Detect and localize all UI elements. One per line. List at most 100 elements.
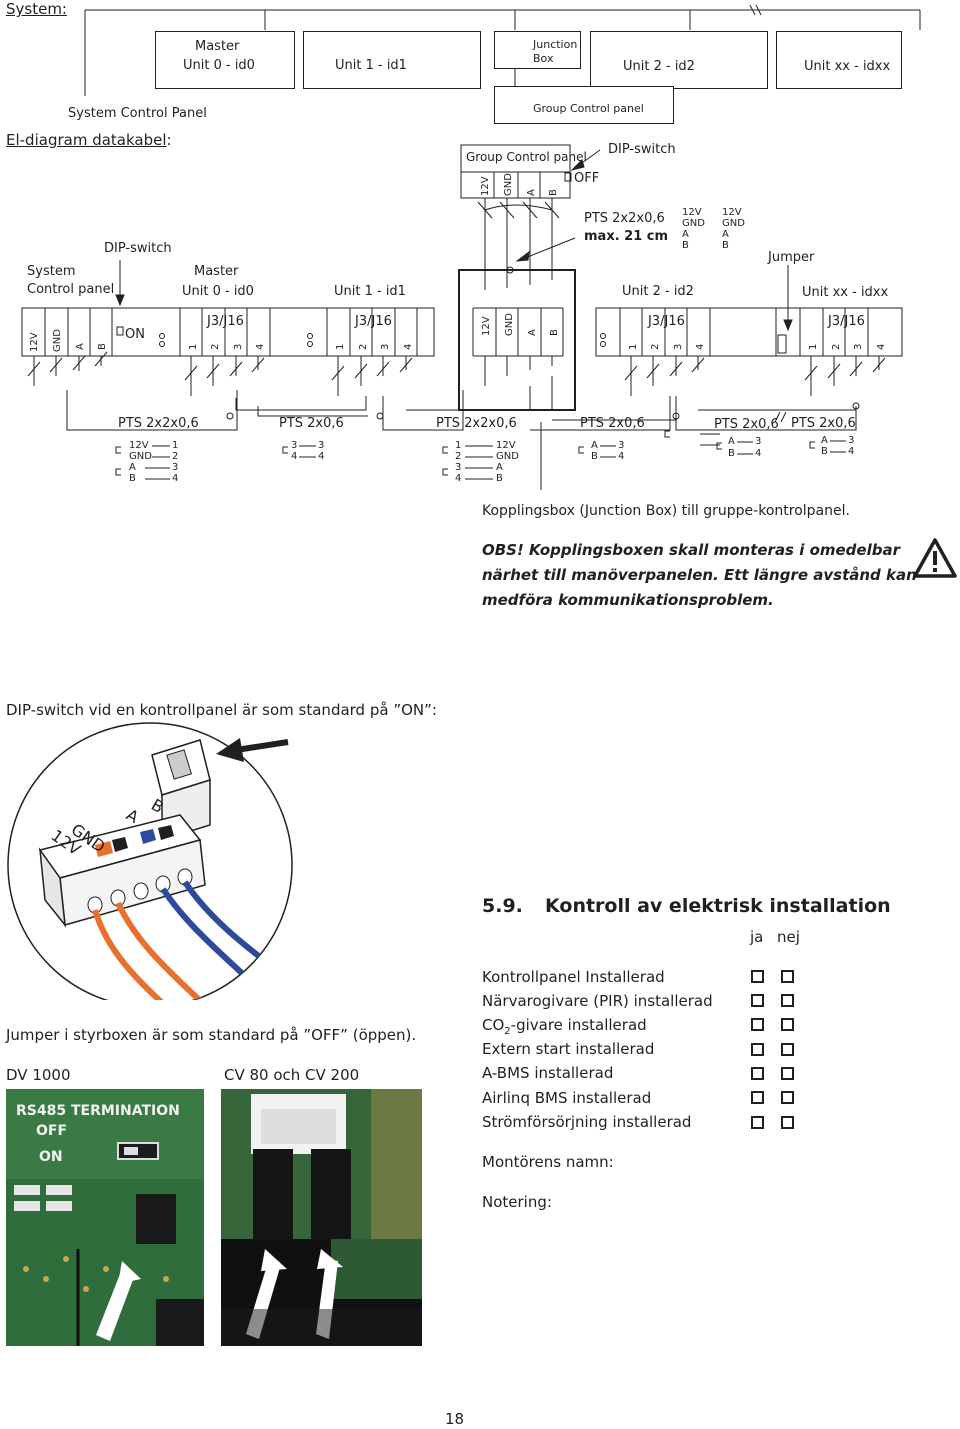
note-label: Notering: <box>482 1193 552 1211</box>
legend6-b: B <box>821 446 828 457</box>
group-control-panel-title: Group Control panel <box>466 150 587 164</box>
checkbox-ja-2[interactable] <box>751 994 764 1007</box>
photo-label-dv1000: DV 1000 <box>6 1066 71 1084</box>
j3j16-label-2: J3/J16 <box>648 314 685 329</box>
junction-box <box>494 31 581 69</box>
junction-box-note: Kopplingsbox (Junction Box) till gruppe-… <box>482 503 850 519</box>
svg-text:4: 4 <box>255 344 266 350</box>
svg-text:GND: GND <box>52 329 63 352</box>
legend4-b: B <box>591 451 598 462</box>
checkbox-ja-7[interactable] <box>751 1116 764 1129</box>
legend3-a: A <box>496 462 503 473</box>
pts-label-4: PTS 2x0,6 <box>580 416 645 431</box>
legend2-n4a: 4 <box>291 451 298 462</box>
checkbox-nej-4[interactable] <box>781 1043 794 1056</box>
master-unit-box <box>155 31 295 89</box>
svg-text:3: 3 <box>380 344 391 350</box>
pts-label-6: PTS 2x0,6 <box>791 416 856 431</box>
checkbox-nej-5[interactable] <box>781 1067 794 1080</box>
checkbox-nej-2[interactable] <box>781 994 794 1007</box>
col-ja-header: ja <box>750 928 764 946</box>
jumper-label: Jumper <box>768 250 815 265</box>
svg-text:B: B <box>549 329 560 336</box>
max-length-label: max. 21 cm <box>584 229 669 244</box>
warning-icon <box>913 538 957 578</box>
pcb-on-label: ON <box>39 1149 63 1165</box>
dv1000-pcb-photo: RS485 TERMINATION OFF ON <box>6 1089 204 1346</box>
installer-name-label: Montörens namn: <box>482 1153 614 1171</box>
legend-a-left: A <box>682 229 689 240</box>
checkbox-nej-6[interactable] <box>781 1091 794 1104</box>
warning-line-1: OBS! Kopplingsboxen skall monteras i ome… <box>482 541 900 559</box>
legend6-n3: 3 <box>848 435 855 446</box>
el-diagram-heading: El-diagram datakabel: <box>6 131 172 149</box>
checkbox-ja-1[interactable] <box>751 970 764 983</box>
legend5-n3: 3 <box>755 436 762 447</box>
pcb-off-label: OFF <box>36 1123 67 1139</box>
legend2-n3b: 3 <box>318 440 325 451</box>
connector-illustration: GND 12V A B <box>7 722 293 1000</box>
dip-switch-label-top: DIP-switch <box>608 142 676 157</box>
legend6-a: A <box>821 435 828 446</box>
svg-text:1: 1 <box>628 344 639 350</box>
legend-lines <box>115 430 846 480</box>
legend4-n3: 3 <box>618 440 625 451</box>
legend-b-right: B <box>722 240 729 251</box>
legend3-n4: 4 <box>455 473 462 484</box>
unitxx-box <box>776 31 902 89</box>
checkbox-ja-6[interactable] <box>751 1091 764 1104</box>
checkbox-nej-1[interactable] <box>781 970 794 983</box>
check-item-6: Airlinq BMS installerad <box>482 1089 652 1107</box>
unit1-label: Unit 1 - id1 <box>335 58 407 73</box>
legend5-n4: 4 <box>755 448 762 459</box>
legend-12v-right: 12V <box>722 207 742 218</box>
pts-label-1: PTS 2x2x0,6 <box>118 416 199 431</box>
svg-text:4: 4 <box>876 344 887 350</box>
unit2-box <box>590 31 768 89</box>
legend1-b: B <box>129 473 136 484</box>
master-label-2: Master <box>194 264 239 279</box>
legend1-a: A <box>129 462 136 473</box>
on-label: ON <box>125 327 145 342</box>
warning-line-2: närhet till manöverpanelen. Ett längre a… <box>482 566 917 584</box>
checkbox-nej-7[interactable] <box>781 1116 794 1129</box>
checkbox-nej-3[interactable] <box>781 1018 794 1031</box>
unit1-label-2: Unit 1 - id1 <box>334 284 406 299</box>
dip-switch-standard-text: DIP-switch vid en kontrollpanel är som s… <box>6 701 437 719</box>
unit1-box <box>303 31 481 89</box>
junction-label-1: Junction <box>533 38 578 51</box>
svg-text:2: 2 <box>650 344 661 350</box>
checkbox-ja-4[interactable] <box>751 1043 764 1056</box>
legend1-n4: 4 <box>172 473 179 484</box>
legend1-n3: 3 <box>172 462 179 473</box>
checkbox-ja-5[interactable] <box>751 1067 764 1080</box>
legend-gnd-right: GND <box>722 218 745 229</box>
svg-text:A: A <box>75 343 86 350</box>
photo-label-cv: CV 80 och CV 200 <box>224 1066 360 1084</box>
off-label: OFF <box>574 171 600 186</box>
svg-text:1: 1 <box>808 344 819 350</box>
svg-text:2: 2 <box>210 344 221 350</box>
system-topology-lines <box>84 4 921 96</box>
svg-text:2: 2 <box>358 344 369 350</box>
svg-text:4: 4 <box>403 344 414 350</box>
page-number: 18 <box>445 1410 465 1428</box>
check-item-1: Kontrollpanel Installerad <box>482 968 665 986</box>
svg-text:12V: 12V <box>480 176 491 196</box>
cv-pcb-photo <box>221 1089 422 1346</box>
j3j16-label-0: J3/J16 <box>207 314 244 329</box>
section-title: Kontroll av elektrisk installation <box>545 895 891 917</box>
legend5-a: A <box>728 436 735 447</box>
legend-a-right: A <box>722 229 729 240</box>
legend3-gnd: GND <box>496 451 519 462</box>
legend1-n2: 2 <box>172 451 179 462</box>
pts-label-2: PTS 2x0,6 <box>279 416 344 431</box>
svg-text:A: A <box>527 329 538 336</box>
svg-text:2: 2 <box>831 344 842 350</box>
svg-text:3: 3 <box>673 344 684 350</box>
unitxx-label-2: Unit xx - idxx <box>802 285 889 300</box>
check-item-7: Strömförsörjning installerad <box>482 1113 692 1131</box>
checkbox-ja-3[interactable] <box>751 1018 764 1031</box>
unitxx-label: Unit xx - idxx <box>804 59 891 74</box>
unit2-label: Unit 2 - id2 <box>623 59 695 74</box>
